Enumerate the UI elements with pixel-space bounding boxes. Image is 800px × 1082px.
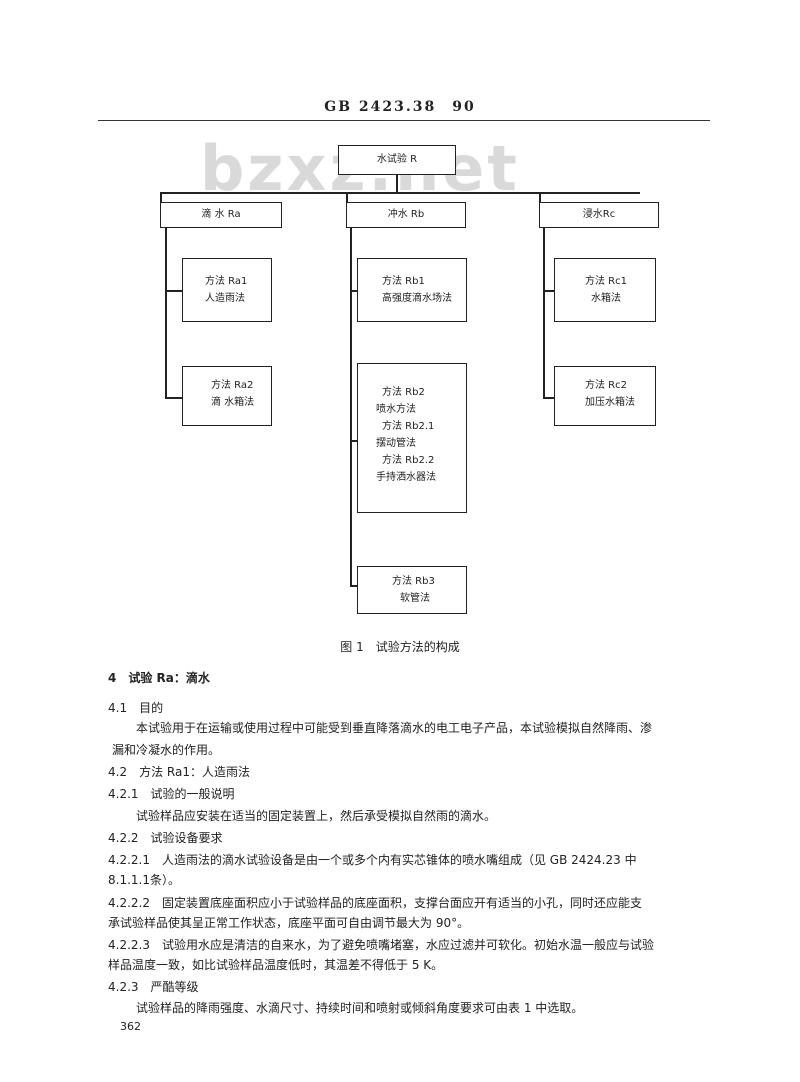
connector: [350, 585, 358, 587]
connector: [160, 192, 162, 202]
connector: [165, 290, 183, 292]
method-rb1: 方法 Rb1 高强度滴水场法: [357, 258, 467, 322]
section-4-2-heading: 4.2 方法 Ra1：人造雨法: [108, 765, 250, 779]
paragraph: 试验样品的降雨强度、水滴尺寸、持续时间和喷射或倾斜角度要求可由表 1 中选取。: [136, 1001, 584, 1015]
connector: [165, 397, 183, 399]
connector: [350, 290, 358, 292]
figure-caption: 图 1 试验方法的构成: [340, 640, 460, 654]
section-4-2-2-heading: 4.2.2 试验设备要求: [108, 831, 223, 845]
method-rc1: 方法 Rc1 水箱法: [554, 258, 656, 322]
document-header: GB 2423.38 90: [324, 99, 476, 115]
connector: [543, 290, 555, 292]
branch-ra: 滴 水 Ra: [160, 202, 282, 228]
method-rb3: 方法 Rb3 软管法: [357, 566, 467, 614]
paragraph: 试验样品应安装在适当的固定装置上，然后承受模拟自然雨的滴水。: [136, 809, 497, 823]
page-number: 362: [120, 1020, 141, 1033]
branch-rb: 冲水 Rb: [346, 202, 466, 228]
method-rc2: 方法 Rc2 加压水箱法: [554, 366, 656, 426]
section-4-heading: 4 试验 Ra：滴水: [108, 671, 210, 685]
paragraph: 漏和冷凝水的作用。: [112, 743, 221, 757]
connector: [543, 228, 545, 398]
paragraph: 本试验用于在运输或使用过程中可能受到垂直降落滴水的电工电子产品，本试验模拟自然降…: [136, 721, 653, 735]
paragraph: 承试验样品使其呈正常工作状态，底座平面可自由调节最大为 90°。: [108, 916, 470, 930]
section-4-1-heading: 4.1 目的: [108, 701, 164, 715]
header-rule: [98, 120, 710, 121]
connector: [350, 228, 352, 586]
connector: [396, 175, 398, 193]
connector: [165, 228, 167, 398]
method-ra2: 方法 Ra2 滴 水箱法: [182, 366, 272, 426]
connector: [350, 440, 358, 442]
section-4-2-1-heading: 4.2.1 试验的一般说明: [108, 787, 235, 801]
branch-rc: 浸水Rc: [539, 202, 659, 228]
connector: [160, 192, 640, 194]
section-4-2-3-heading: 4.2.3 严酷等级: [108, 980, 199, 994]
diagram-root: 水试验 R: [338, 145, 456, 175]
connector: [539, 192, 541, 202]
paragraph: 4.2.2.3 试验用水应是清洁的自来水，为了避免喷嘴堵塞，水应过滤并可软化。初…: [108, 938, 654, 952]
paragraph: 样品温度一致，如比试验样品温度低时，其温差不得低于 5 K。: [108, 958, 444, 972]
connector: [346, 192, 348, 202]
paragraph: 4.2.2.2 固定装置底座面积应小于试验样品的底座面积，支撑台面应开有适当的小…: [108, 896, 642, 910]
method-rb2: 方法 Rb2 喷水方法 方法 Rb2.1 摆动管法 方法 Rb2.2 手持洒水器…: [357, 363, 467, 513]
paragraph: 8.1.1.1条）。: [108, 873, 180, 887]
method-ra1: 方法 Ra1 人造雨法: [182, 258, 272, 322]
paragraph: 4.2.2.1 人造雨法的滴水试验设备是由一个或多个内有实芯锥体的喷水嘴组成（见…: [108, 853, 637, 867]
connector: [543, 397, 555, 399]
